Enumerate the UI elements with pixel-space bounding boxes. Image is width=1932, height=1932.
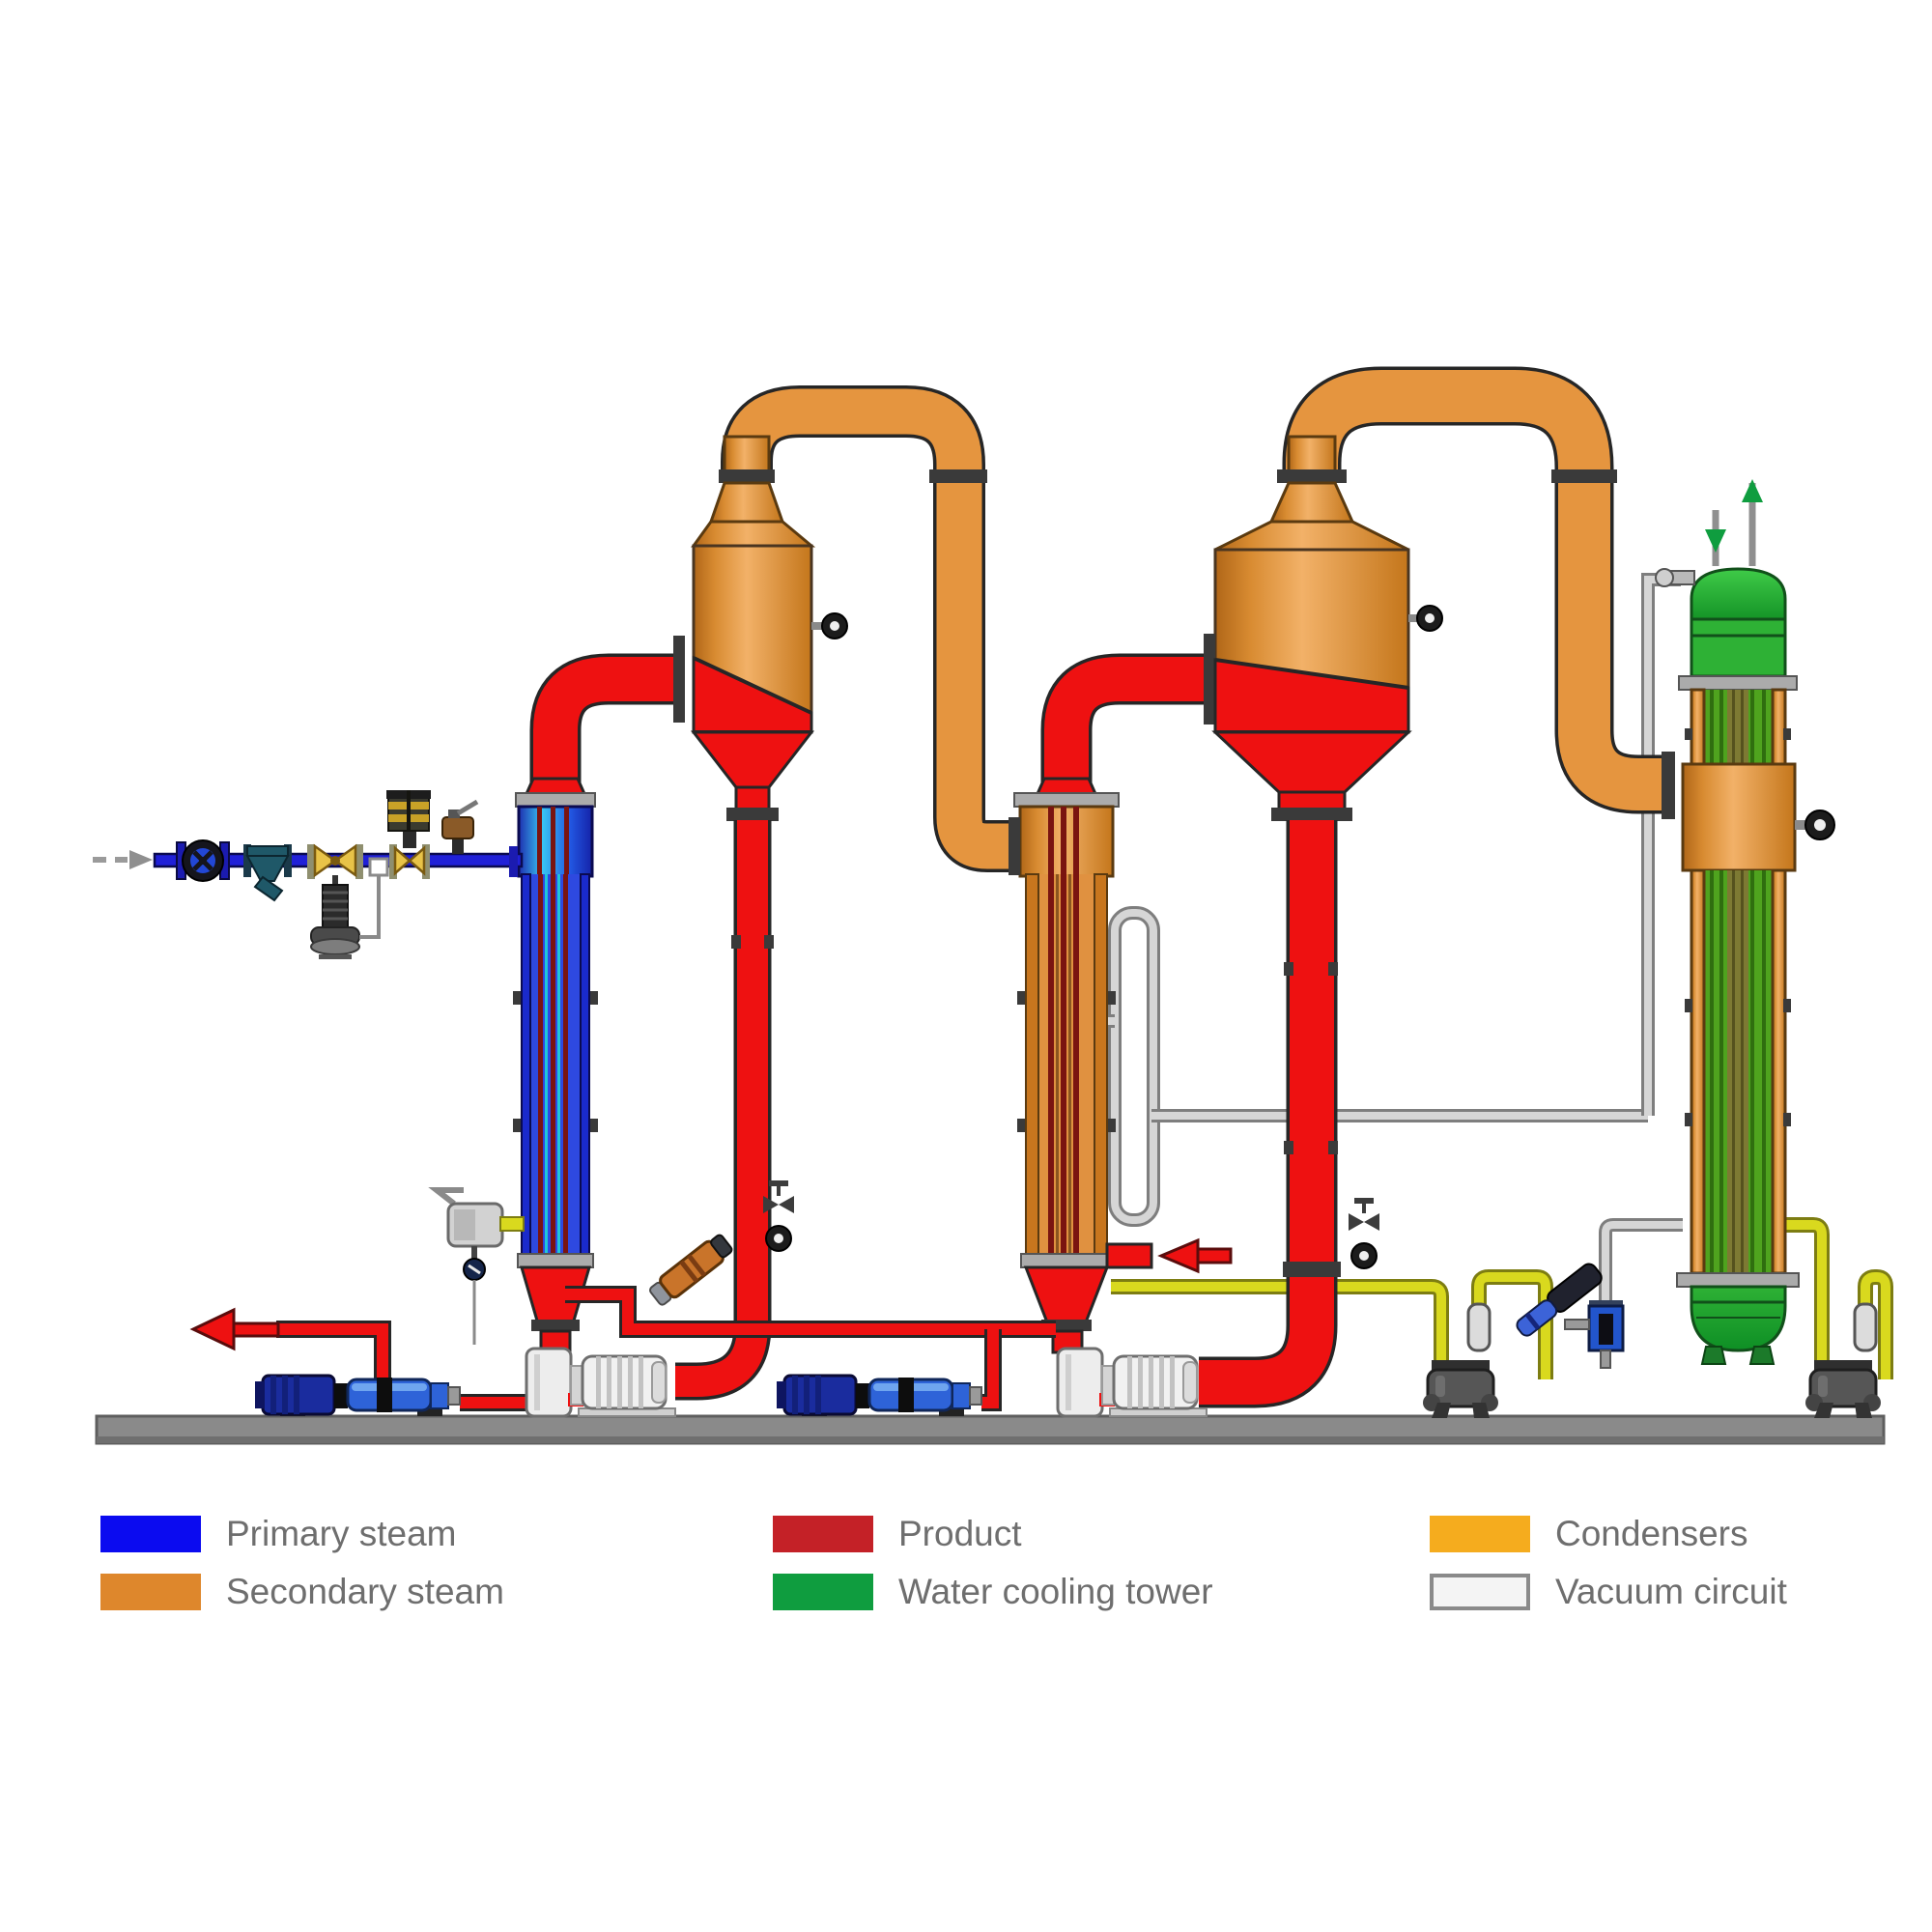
legend-label: Vacuum circuit xyxy=(1555,1572,1787,1611)
condensate-pump-1 xyxy=(1423,1302,1498,1418)
product-transfer-line xyxy=(565,1286,1056,1411)
centrifugal-pump-b xyxy=(525,1347,676,1418)
control-valve xyxy=(307,843,389,959)
sight-glass-separator-2 xyxy=(1408,605,1443,632)
legend-item-primary-steam: Primary steam xyxy=(100,1514,457,1553)
ball-valve xyxy=(176,839,230,882)
legend-label: Water cooling tower xyxy=(898,1572,1213,1611)
condenser-column xyxy=(1655,479,1800,1365)
condensate-sampler xyxy=(428,1187,525,1345)
calandria-2 xyxy=(1009,792,1120,1354)
separator-2-downcomer xyxy=(1199,820,1341,1408)
separator-2 xyxy=(1204,435,1412,821)
separator-1-downcomer xyxy=(675,820,774,1401)
product-out-arrow-icon xyxy=(189,1307,280,1351)
legend-item-product: Product xyxy=(773,1514,1022,1553)
condensate-pump-2 xyxy=(1805,1302,1881,1418)
condenser-tubes-upper xyxy=(1690,688,1787,766)
condenser-tubes-lower xyxy=(1690,868,1787,1275)
floor xyxy=(95,1414,1886,1445)
separator-1 xyxy=(673,435,816,821)
legend-swatch-primary-steam xyxy=(100,1516,201,1552)
feed-direction-arrow-icon xyxy=(129,850,153,869)
condensate-trap-2 xyxy=(1853,1302,1878,1352)
density-meter xyxy=(649,1234,733,1306)
sight-glass-separator-1 xyxy=(811,612,848,639)
legend-item-vacuum-circuit: Vacuum circuit xyxy=(1430,1572,1787,1611)
sight-glass-condenser xyxy=(1795,810,1835,840)
legend-swatch-secondary-steam xyxy=(100,1574,201,1610)
downcomer-2-drain-valve xyxy=(1349,1198,1379,1269)
vacuum-valve xyxy=(1564,1300,1625,1369)
condensate-lines xyxy=(1111,1217,1893,1379)
downcomer-1-drain-valve xyxy=(763,1180,794,1252)
cooling-water-inlet-icon xyxy=(1705,510,1726,566)
legend-swatch-condensers xyxy=(1430,1516,1530,1552)
product-out-line xyxy=(189,1307,526,1411)
legend-item-water-cooling-tower: Water cooling tower xyxy=(773,1572,1213,1611)
relief-valve xyxy=(441,799,479,854)
calandria-1 xyxy=(513,792,598,1354)
cooling-water-outlet-icon xyxy=(1742,479,1763,566)
legend-item-condensers: Condensers xyxy=(1430,1514,1748,1553)
strainer xyxy=(243,844,292,902)
legend-item-secondary-steam: Secondary steam xyxy=(100,1572,504,1611)
legend-label: Secondary steam xyxy=(226,1572,504,1611)
legend-swatch-water-cooling-tower xyxy=(773,1574,873,1610)
calandria-1-riser xyxy=(523,653,676,798)
legend-swatch-product xyxy=(773,1516,873,1552)
vacuum-gauge xyxy=(1516,1263,1603,1337)
centrifugal-pump-d xyxy=(1056,1347,1208,1418)
condensate-trap-1 xyxy=(1466,1302,1492,1352)
legend-label: Primary steam xyxy=(226,1514,457,1553)
mono-pump-c xyxy=(777,1374,982,1416)
legend-label: Condensers xyxy=(1555,1514,1748,1553)
calandria-2-riser xyxy=(1034,653,1207,798)
pressure-reducing-valve xyxy=(386,790,431,879)
legend-label: Product xyxy=(898,1514,1022,1553)
vapor-line-2 xyxy=(1282,366,1675,819)
feed-in-arrow xyxy=(1105,1237,1233,1274)
legend-swatch-vacuum-circuit xyxy=(1430,1574,1530,1610)
mono-pump-a xyxy=(255,1374,461,1416)
condenser-vent-nozzle-icon xyxy=(1655,568,1695,587)
vapor-line-1 xyxy=(721,385,1014,872)
